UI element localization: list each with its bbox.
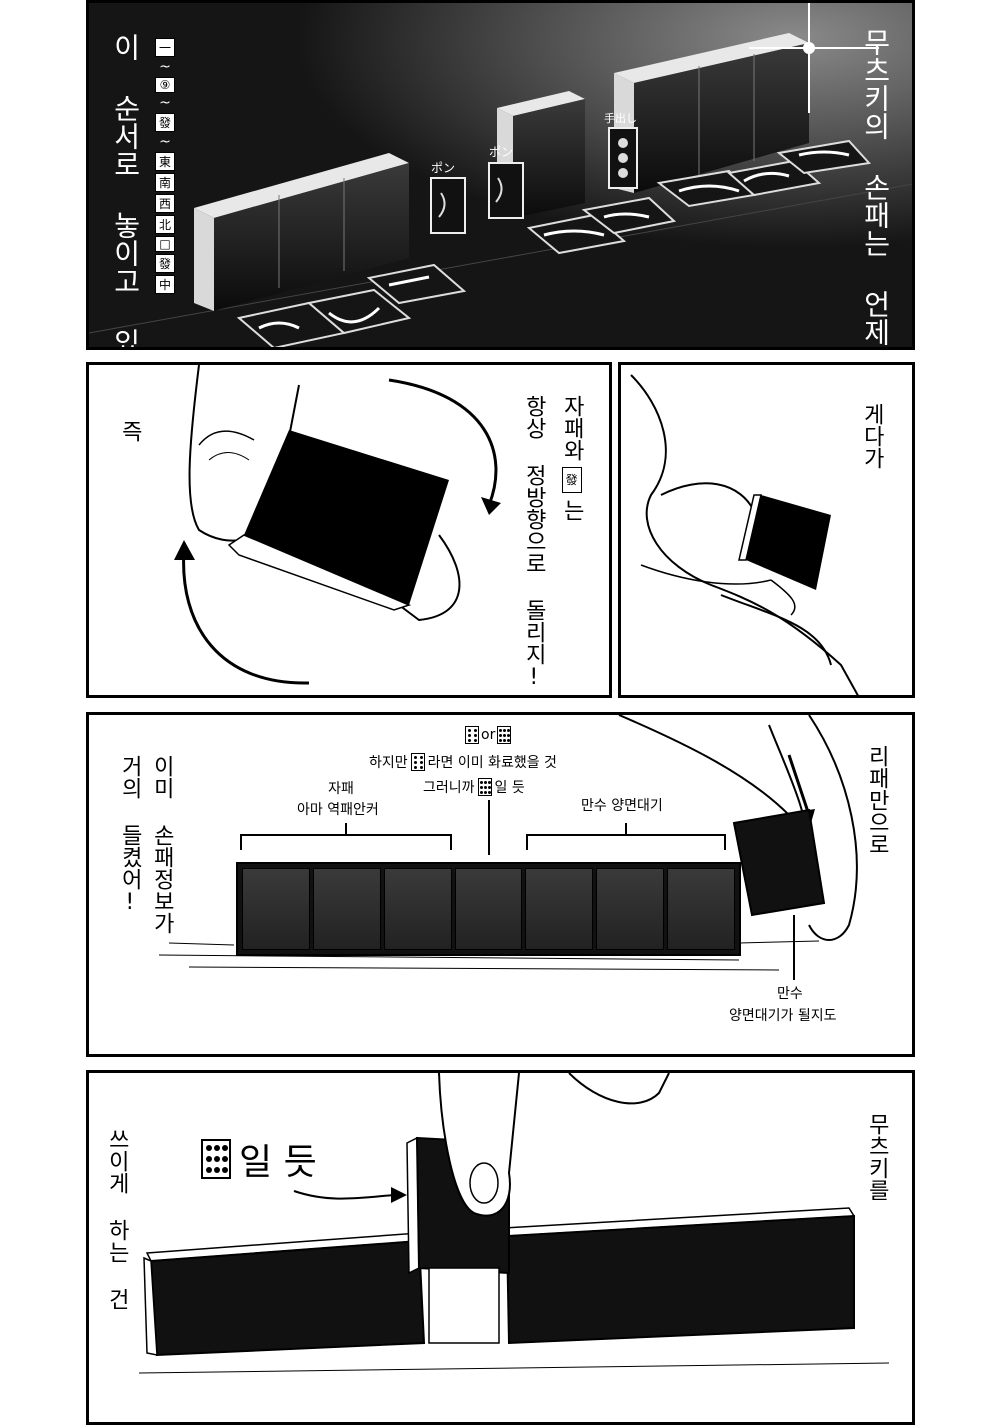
or-label: or — [481, 727, 496, 743]
order-glyph: ~ — [159, 134, 171, 150]
nine-pin-label: 일 듯 — [201, 1133, 317, 1185]
label-text: 일 듯 — [239, 1142, 317, 1183]
order-glyph: ~ — [159, 95, 171, 111]
panel-4-hand-analysis: or 하지만 라면 이미 화료했을 것 그러니까 일 듯 자패 아마 역패안커 … — [86, 712, 915, 1057]
caption-main: 자패와 — [559, 395, 585, 461]
line-3a: 그러니까 — [423, 780, 475, 796]
caption-left: 즉 — [117, 420, 143, 442]
hand-tile — [242, 868, 310, 950]
order-glyph: 北 — [155, 215, 175, 234]
group-right-label: 만수 양면대기 — [581, 798, 663, 814]
bottom-label-2: 양면대기가 될지도 — [729, 1008, 837, 1024]
order-glyph: 中 — [155, 275, 175, 294]
caption-main-2: 는 — [559, 499, 585, 521]
nine-pin-icon — [497, 726, 512, 744]
caption-left: 이 순서로 놓이고 있어 — [109, 33, 143, 350]
panel-5-slide-tile: 일 듯 쓰이게 하는 건 무츠키를 — [86, 1070, 915, 1425]
hand-tile — [596, 868, 665, 950]
line-2b: 라면 이미 화료했을 것 — [427, 755, 557, 771]
panel-3-holding-tile: 게다가 — [618, 362, 915, 698]
pon-label-1: ポン — [431, 161, 456, 175]
nine-pin-icon — [477, 778, 492, 796]
annotation-or: or — [465, 726, 512, 744]
order-glyph: ⑨ — [155, 77, 175, 93]
group-left-label-2: 아마 역패안커 — [297, 802, 379, 818]
hand-tile — [383, 868, 452, 950]
hand-tile — [667, 868, 736, 950]
hand-tile — [454, 868, 523, 950]
eight-pin-icon — [410, 753, 425, 771]
order-glyph: 東 — [155, 152, 175, 171]
panel-2-art — [174, 365, 501, 685]
pon-label-2: ポン — [489, 145, 514, 159]
caption-left-1: 이미 손패정보가 — [149, 755, 175, 934]
caption-main-column: 자패와 發 는 — [559, 395, 584, 521]
order-glyph: ~ — [159, 59, 171, 75]
panel-5-art — [138, 1073, 890, 1374]
standing-tiles-right — [614, 33, 809, 193]
panel-2-rotate-tile: 즉 자패와 發 는 항상 정방향으로 돌리지! — [86, 362, 612, 698]
group-left-label-1: 자패 — [328, 781, 354, 797]
caption-left: 쓰이게 하는 건 — [104, 1128, 130, 1310]
eight-pin-icon — [465, 726, 479, 744]
line-3b: 일 듯 — [494, 780, 525, 796]
order-glyph: 發 — [155, 113, 175, 132]
hand-tile — [525, 868, 594, 950]
tile-row — [236, 862, 741, 956]
caption-sub: 항상 정방향으로 돌리지! — [521, 395, 547, 690]
panel-4-art — [158, 715, 858, 980]
order-glyph: □ — [155, 236, 175, 252]
caption-right: 리패만으로 — [864, 745, 890, 855]
caption-left-2: 거의 들켰어! — [117, 755, 143, 915]
caption-right: 무츠키의 손패는 언제나 — [859, 28, 893, 350]
hand-tile — [312, 868, 381, 950]
annotation-line-2: 하지만 라면 이미 화료했을 것 — [369, 752, 557, 772]
order-glyph: 西 — [155, 194, 175, 213]
order-glyph: 南 — [155, 173, 175, 192]
annotation-line-3: 그러니까 일 듯 — [423, 777, 525, 797]
panel-3-art — [630, 374, 859, 695]
tile-order-strip: 一 ~ ⑨ ~ 發 ~ 東 南 西 北 □ 發 中 — [154, 38, 176, 294]
panel-1-hand-overview: ポン ポン 手出し 一 ~ ⑨ ~ 發 ~ 東 南 西 北 □ 發 中 이 순서… — [86, 0, 915, 350]
nine-pin-icon — [201, 1139, 231, 1179]
order-glyph: 發 — [155, 254, 175, 273]
dragon-tile-icon: 發 — [561, 467, 582, 493]
caption-right: 무츠키를 — [864, 1113, 890, 1201]
order-glyph: 一 — [155, 38, 175, 57]
line-2a: 하지만 — [369, 755, 408, 771]
bottom-label-1: 만수 — [777, 986, 803, 1002]
tedashi-label: 手出し — [604, 112, 637, 125]
caption: 게다가 — [859, 403, 885, 469]
pon-tiles — [430, 127, 638, 234]
panel-1-art — [89, 3, 912, 347]
standing-tiles-left — [194, 153, 409, 311]
